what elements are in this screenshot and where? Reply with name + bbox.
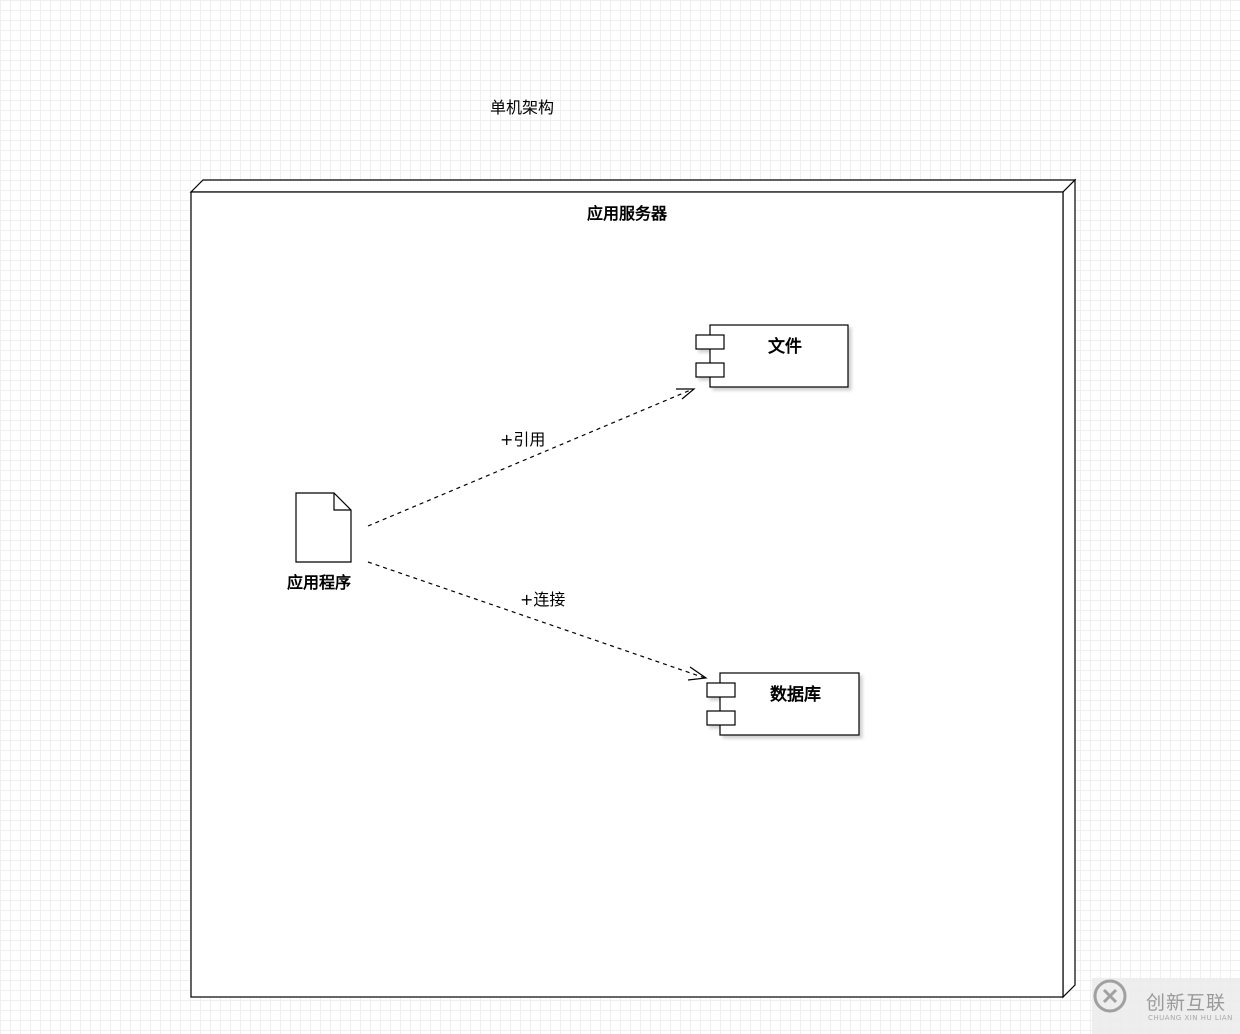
component-file[interactable]	[695, 324, 849, 388]
watermark-logo-icon	[1093, 979, 1127, 1013]
component-database[interactable]	[706, 672, 860, 736]
node-box[interactable]	[189, 178, 1077, 999]
arrowhead-icon	[676, 388, 696, 400]
node-title-container: 应用服务器	[191, 0, 1063, 223]
artifact-document-icon[interactable]	[295, 492, 352, 563]
watermark-subtext: CHUANG XIN HU LIAN	[1148, 1014, 1233, 1022]
diagram-title: 单机架构	[490, 98, 555, 117]
component-file-label: 文件	[768, 337, 802, 357]
edge-connect[interactable]	[367, 561, 708, 681]
component-database-label: 数据库	[770, 685, 821, 705]
artifact-label: 应用程序	[287, 573, 352, 592]
watermark-text: 创新互联	[1146, 992, 1227, 1014]
edge-reference-label: +引用	[500, 430, 546, 449]
edge-reference[interactable]	[367, 388, 696, 527]
component-port-icon	[695, 362, 725, 378]
edge-connect-label: +连接	[520, 590, 566, 609]
component-port-icon	[706, 682, 736, 698]
component-port-icon	[706, 710, 736, 726]
component-port-icon	[695, 334, 725, 350]
watermark: 创新互联 CHUANG XIN HU LIAN	[1092, 978, 1240, 1034]
node-label: 应用服务器	[586, 204, 667, 223]
arrowhead-icon	[687, 666, 708, 681]
